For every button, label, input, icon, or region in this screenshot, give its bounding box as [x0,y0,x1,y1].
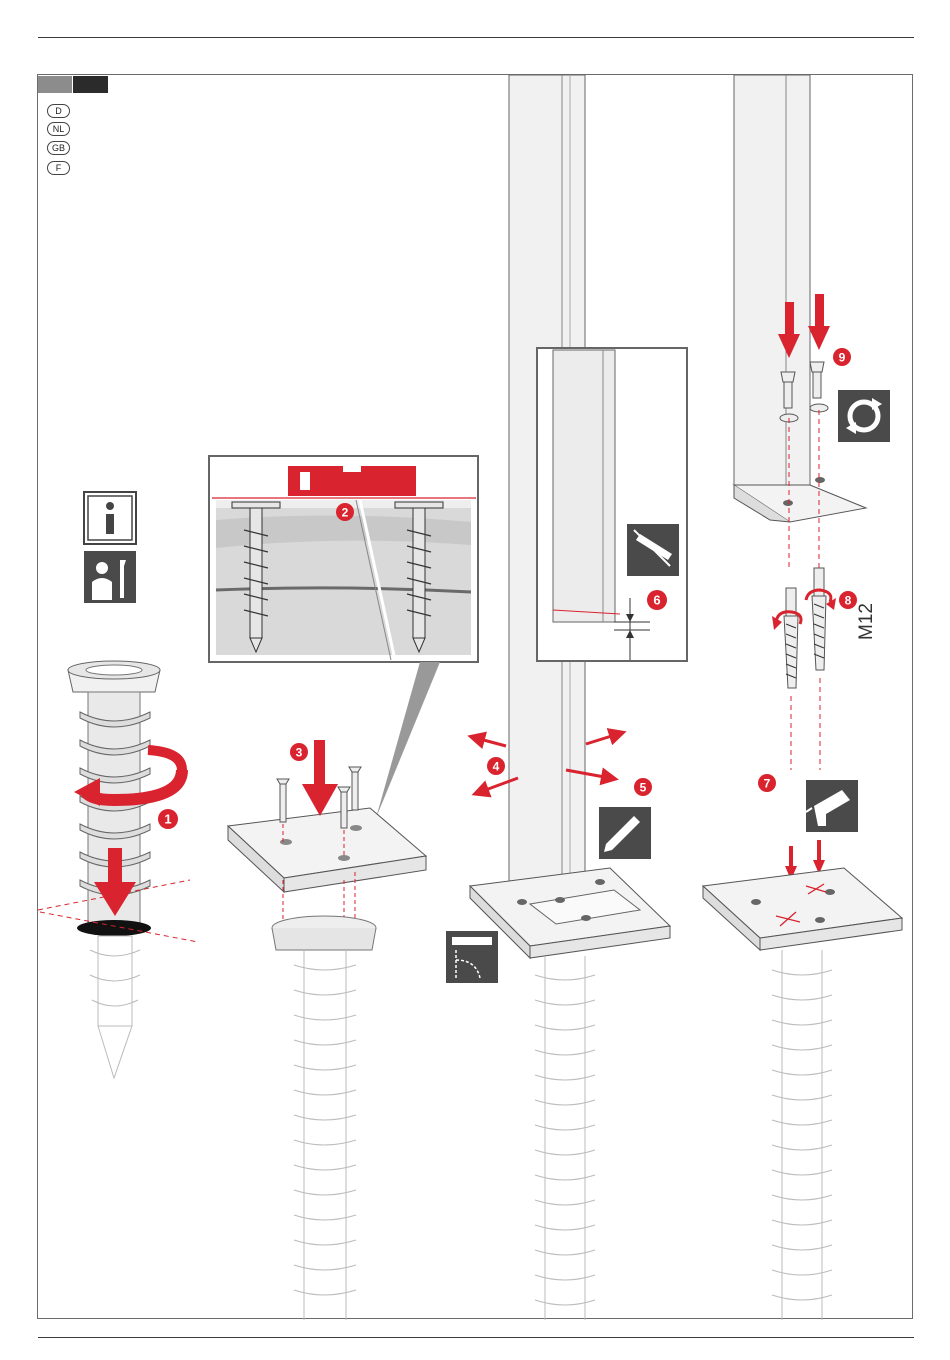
guide-lines-7 [791,678,820,770]
saw-detail-panel [537,348,687,661]
base-plate-3 [470,868,670,958]
step-8-marker: 8 [839,591,857,609]
svg-text:3: 3 [296,746,303,760]
base-plate-2 [228,808,426,892]
drill-icon [806,780,858,832]
svg-text:4: 4 [493,760,500,774]
level-detail-panel [209,456,478,662]
svg-text:1: 1 [164,812,171,827]
svg-text:5: 5 [640,781,647,795]
hacksaw-icon [627,524,679,576]
threaded-anchors [784,568,826,688]
thread-size-label: M12 [856,603,877,640]
ground-screw-4 [772,950,832,1320]
step-7-marker: 7 [758,774,776,792]
svg-text:8: 8 [845,594,852,608]
svg-text:7: 7 [764,777,771,791]
step-6-marker: 6 [647,590,667,610]
pencil-icon [599,807,651,859]
rotate-tighten-icon [838,390,890,442]
ground-screw-2 [272,916,376,1320]
mechanic-tools-icon [84,551,136,603]
svg-text:9: 9 [839,351,846,365]
info-icon [84,492,136,544]
detail-callout [376,662,440,818]
step-1-marker: 1 [158,809,178,829]
step-3-marker: 3 [290,743,308,761]
post-4 [734,75,866,522]
svg-text:6: 6 [653,593,660,608]
ground-screw-1 [38,661,198,1078]
step-9-marker: 9 [833,348,851,366]
step-4-marker: 4 [487,757,505,775]
svg-text:2: 2 [342,506,349,520]
base-plate-4 [703,868,902,950]
spirit-level-angle-icon [446,931,498,983]
step-2-marker: 2 [336,503,354,521]
step-5-marker: 5 [634,778,652,796]
ground-screw-3 [535,956,595,1320]
